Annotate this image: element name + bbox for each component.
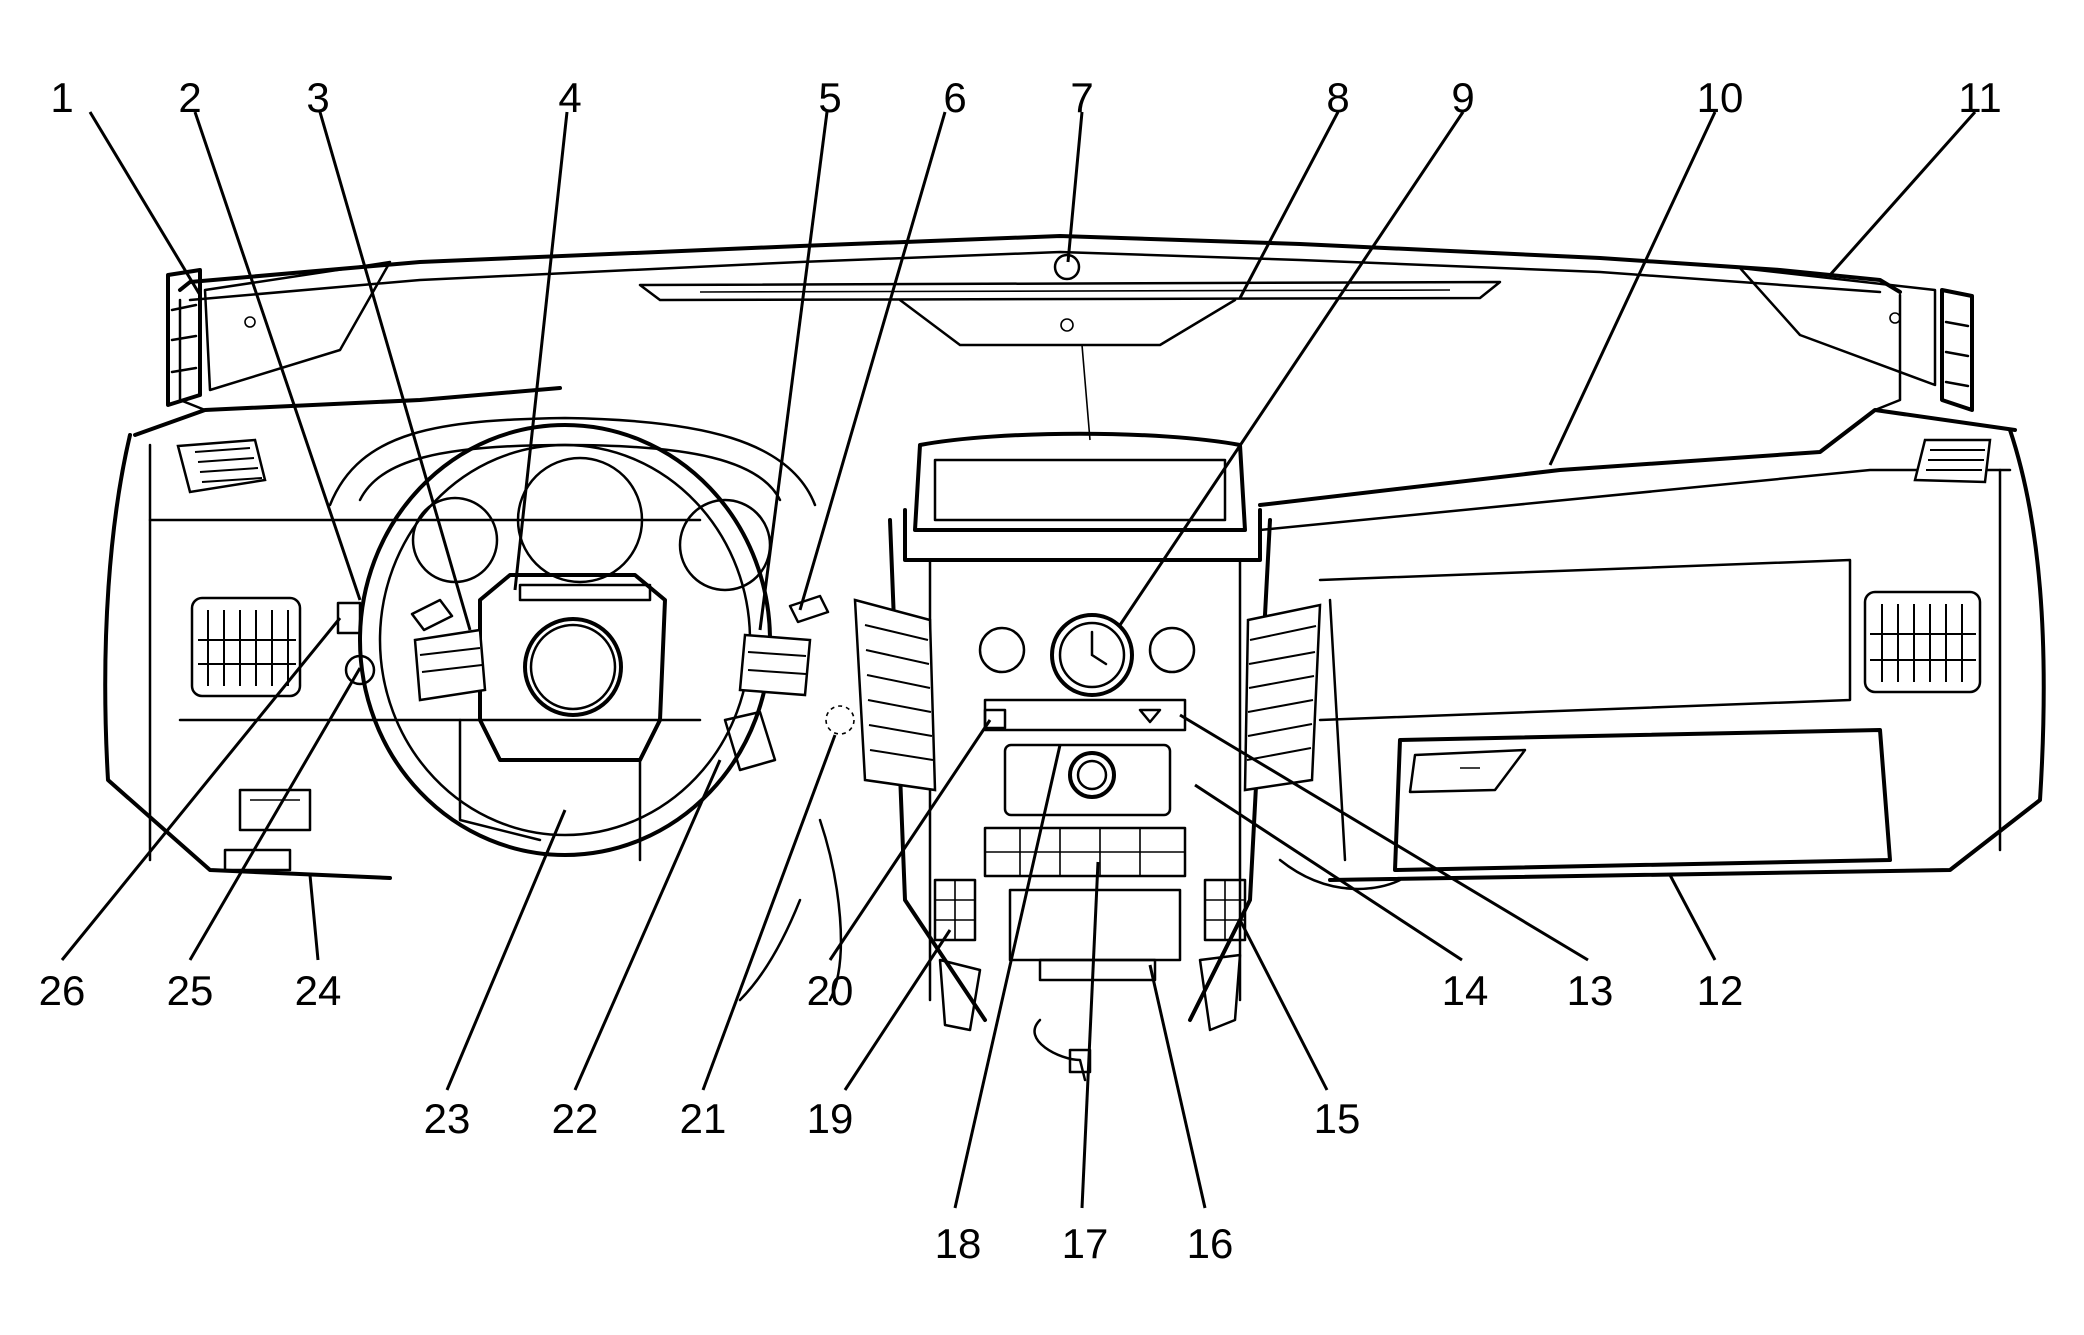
instrument-panel-drawing	[103, 234, 2046, 1082]
callout-9: 9	[1451, 74, 1474, 121]
lower-trim	[738, 818, 843, 1002]
callout-12: 12	[1697, 967, 1744, 1014]
leader-19	[843, 929, 952, 1091]
right-side-panel	[1738, 266, 1974, 412]
leader-14	[1194, 783, 1463, 962]
left-panel-outline	[103, 433, 702, 880]
leader-5	[758, 111, 829, 631]
leader-17	[1080, 861, 1100, 1209]
callout-2: 2	[178, 74, 201, 121]
leader-13	[1179, 713, 1589, 962]
callout-25: 25	[167, 967, 214, 1014]
leader-21	[701, 734, 837, 1091]
callout-24: 24	[295, 967, 342, 1014]
glove-box	[1318, 558, 1892, 872]
steering-wheel	[358, 423, 855, 862]
right-upper-vent	[1913, 438, 1992, 484]
leader-15	[1238, 919, 1329, 1091]
left-upper-vent	[176, 438, 267, 494]
leader-9	[1118, 111, 1465, 626]
leader-23	[445, 809, 567, 1091]
right-outboard-vent	[1863, 590, 1982, 694]
leader-4	[513, 111, 569, 591]
callout-5: 5	[818, 74, 841, 121]
callout-8: 8	[1326, 74, 1349, 121]
leader-18	[953, 744, 1062, 1209]
callout-6: 6	[943, 74, 966, 121]
callout-1: 1	[50, 74, 73, 121]
leader-lines	[60, 111, 1977, 1209]
callout-4: 4	[558, 74, 581, 121]
left-side-panel	[166, 260, 392, 407]
leader-1	[88, 111, 202, 296]
leader-22	[573, 759, 722, 1091]
callout-20: 20	[807, 967, 854, 1014]
leader-10	[1548, 111, 1717, 466]
callout-17: 17	[1062, 1220, 1109, 1267]
console-side-switches	[933, 878, 1247, 1032]
instrument-cluster	[328, 416, 817, 602]
center-stack	[888, 431, 1272, 1082]
callout-7: 7	[1070, 74, 1093, 121]
callout-10: 10	[1697, 74, 1744, 121]
leader-2	[193, 111, 362, 601]
leader-24	[308, 874, 320, 961]
callout-13: 13	[1567, 967, 1614, 1014]
callout-numbers: 1 2 3 4 5 6 7 8 9 10 11 12 13 14 15 16 1…	[39, 74, 2002, 1267]
callout-21: 21	[680, 1095, 727, 1142]
leader-3	[318, 111, 472, 631]
center-right-vent	[1243, 603, 1322, 792]
callout-15: 15	[1314, 1095, 1361, 1142]
leader-7	[1066, 111, 1084, 263]
center-left-vent	[853, 598, 937, 792]
leader-11	[1828, 111, 1977, 276]
callout-19: 19	[807, 1095, 854, 1142]
callout-11: 11	[1958, 74, 2002, 121]
leader-25	[188, 667, 362, 961]
callout-3: 3	[306, 74, 329, 121]
leader-8	[1238, 111, 1340, 299]
callout-16: 16	[1187, 1220, 1234, 1267]
callout-22: 22	[552, 1095, 599, 1142]
callout-18: 18	[935, 1220, 982, 1267]
leader-20	[828, 719, 992, 961]
defrost-grille	[638, 253, 1502, 441]
leader-6	[798, 111, 947, 611]
leader-26	[60, 617, 342, 961]
leader-12	[1668, 874, 1717, 961]
leader-16	[1148, 964, 1207, 1209]
dash-top-cowl	[178, 234, 1902, 412]
callout-14: 14	[1442, 967, 1489, 1014]
callout-23: 23	[424, 1095, 471, 1142]
left-outboard-vent	[190, 596, 302, 698]
callout-26: 26	[39, 967, 86, 1014]
